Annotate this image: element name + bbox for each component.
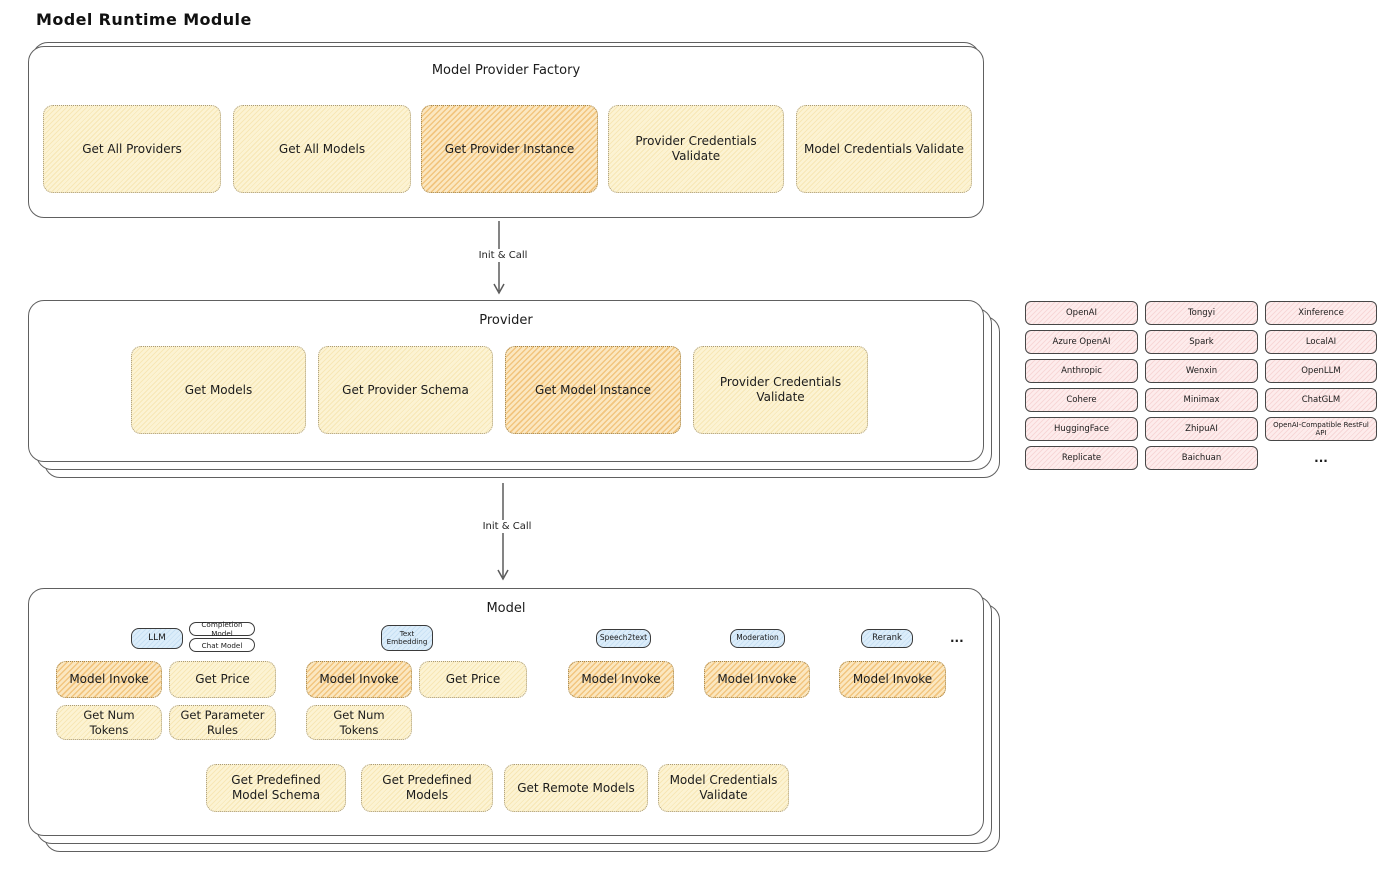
model-box: Model LLM Completion Model Chat Model Te… (28, 588, 984, 836)
provider-pill: ZhipuAI (1145, 417, 1258, 441)
op-llm-get-num-tokens: Get Num Tokens (56, 705, 162, 740)
op-get-provider-schema: Get Provider Schema (318, 346, 493, 434)
provider-pill: Anthropic (1025, 359, 1138, 383)
factory-title: Model Provider Factory (431, 63, 581, 78)
provider-pill: Wenxin (1145, 359, 1258, 383)
op-rerank-model-invoke: Model Invoke (839, 661, 946, 698)
provider-pill: Xinference (1265, 301, 1377, 325)
provider-pill: Baichuan (1145, 446, 1258, 470)
provider-pill: Minimax (1145, 388, 1258, 412)
provider-pill: Cohere (1025, 388, 1138, 412)
arrow1-label: Init & Call (459, 249, 547, 262)
op-provider-credentials-validate-2: Provider Credentials Validate (693, 346, 868, 434)
op-moderation-model-invoke: Model Invoke (704, 661, 810, 698)
provider-title: Provider (479, 313, 533, 328)
op-speech2text-model-invoke: Model Invoke (568, 661, 674, 698)
op-llm-model-invoke: Model Invoke (56, 661, 162, 698)
arrow2-label: Init & Call (463, 520, 551, 533)
tag-chat-model: Chat Model (189, 638, 255, 652)
tag-moderation: Moderation (730, 629, 785, 648)
tag-speech2text: Speech2text (596, 629, 651, 648)
provider-pill: Azure OpenAI (1025, 330, 1138, 354)
tag-text-embedding: Text Embedding (381, 625, 433, 651)
op-provider-credentials-validate: Provider Credentials Validate (608, 105, 784, 193)
provider-pill: Replicate (1025, 446, 1138, 470)
provider-pill: Spark (1145, 330, 1258, 354)
tag-completion-model: Completion Model (189, 620, 255, 638)
op-get-provider-instance: Get Provider Instance (421, 105, 598, 193)
provider-pill: OpenAI-Compatible RestFul API (1265, 417, 1377, 441)
provider-pill: OpenLLM (1265, 359, 1377, 383)
op-llm-get-parameter-rules: Get Parameter Rules (169, 705, 276, 740)
op-get-all-providers: Get All Providers (43, 105, 221, 193)
op-get-model-instance: Get Model Instance (505, 346, 681, 434)
factory-box: Model Provider Factory Get All Providers… (28, 46, 984, 218)
provider-pill: HuggingFace (1025, 417, 1138, 441)
op-get-remote-models: Get Remote Models (504, 764, 648, 812)
provider-list-ellipsis: ... (1314, 451, 1328, 465)
op-model-credentials-validate: Model Credentials Validate (796, 105, 972, 193)
op-get-models: Get Models (131, 346, 306, 434)
arrow-down-provider-to-model (497, 483, 509, 581)
provider-pill: OpenAI (1025, 301, 1138, 325)
page-title: Model Runtime Module (36, 10, 252, 29)
op-model-credentials-validate-2: Model Credentials Validate (658, 764, 789, 812)
model-title: Model (486, 601, 526, 616)
provider-pill: Tongyi (1145, 301, 1258, 325)
op-get-predefined-model-schema: Get Predefined Model Schema (206, 764, 346, 812)
op-embedding-model-invoke: Model Invoke (306, 661, 412, 698)
op-get-predefined-models: Get Predefined Models (361, 764, 493, 812)
provider-pill: ChatGLM (1265, 388, 1377, 412)
op-embedding-get-num-tokens: Get Num Tokens (306, 705, 412, 740)
provider-list: OpenAI Tongyi Xinference Azure OpenAI Sp… (1025, 301, 1377, 470)
op-get-all-models: Get All Models (233, 105, 411, 193)
op-embedding-get-price: Get Price (419, 661, 527, 698)
tag-rerank: Rerank (861, 629, 913, 648)
model-tags-ellipsis: ... (950, 631, 964, 645)
provider-pill: LocalAI (1265, 330, 1377, 354)
provider-box: Provider Get Models Get Provider Schema … (28, 300, 984, 462)
tag-llm: LLM (131, 628, 183, 649)
op-llm-get-price: Get Price (169, 661, 276, 698)
